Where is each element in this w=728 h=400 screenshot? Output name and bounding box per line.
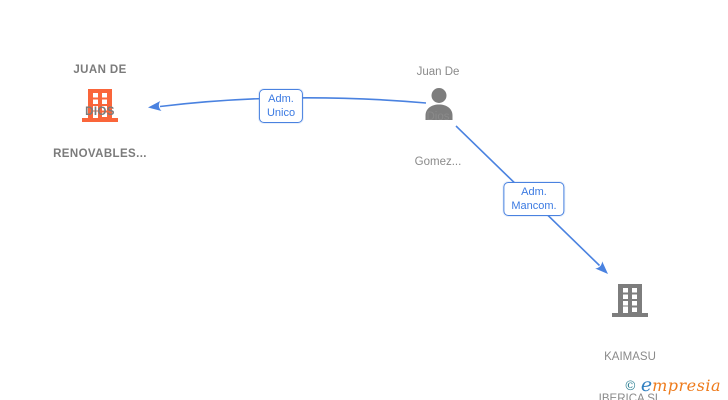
node-label-line: Juan De — [416, 66, 460, 78]
logo-text: mpresia — [652, 376, 721, 395]
node-label-line: KAIMASU — [604, 351, 656, 363]
copyright-symbol: © — [623, 379, 637, 394]
edge-label-line: Adm. — [521, 186, 547, 198]
node-label-line: RENOVABLES... — [53, 148, 147, 160]
edge-adm-mancom-arrowhead — [595, 261, 608, 274]
node-label-company2[interactable]: KAIMASU IBERICA SL — [565, 322, 695, 400]
node-label-line: DIOS — [85, 106, 115, 118]
node-label-company1[interactable]: JUAN DE DIOS RENOVABLES... — [30, 35, 170, 189]
edge-label-line: Mancom. — [511, 200, 557, 212]
empresia-logo[interactable]: ©empresia — [624, 374, 721, 396]
edge-label-adm-mancom[interactable]: Adm. Mancom. — [503, 182, 565, 216]
node-label-line: Dios — [426, 111, 450, 123]
company-building-icon[interactable] — [612, 284, 648, 317]
node-label-line: Gomez... — [414, 156, 462, 168]
logo-initial: e — [640, 374, 653, 396]
edge-label-line: Unico — [266, 107, 296, 119]
node-label-line: IBERICA SL — [598, 393, 662, 400]
edge-label-adm-unico[interactable]: Adm. Unico — [258, 89, 304, 123]
person-icon[interactable] — [425, 88, 453, 120]
edge-adm-unico-arrowhead — [148, 101, 162, 111]
node-label-line: JUAN DE — [73, 64, 127, 76]
edge-label-line: Adm. — [268, 93, 294, 105]
node-label-person1[interactable]: Juan De Dios Gomez... — [378, 35, 498, 200]
